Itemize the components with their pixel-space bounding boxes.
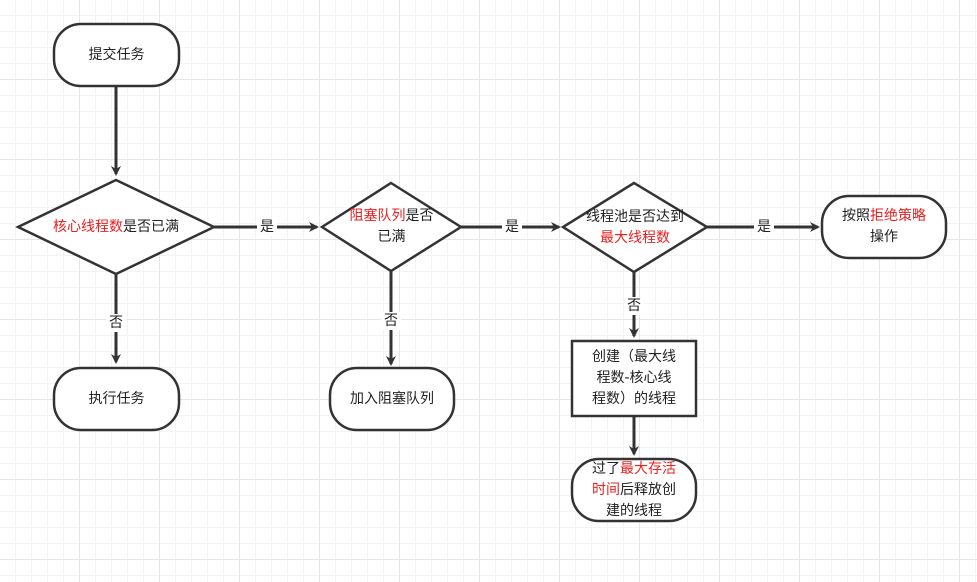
node-create-shape [570,339,698,418]
edge-label-max-no: 否 [624,297,644,315]
node-core-check-shape [15,178,217,276]
node-queue-check-shape [319,181,464,273]
node-execute-shape [52,366,181,432]
node-max-check-shape [560,181,710,274]
edge-label-queue-no: 否 [381,312,401,330]
node-release-shape [570,457,698,523]
node-enqueue-shape [328,366,456,432]
edge-label-core-yes: 是 [257,218,277,236]
edge-label-max-yes: 是 [754,218,774,236]
edge-label-core-no: 否 [106,314,126,332]
node-reject-shape [820,194,948,260]
node-submit-shape [52,22,181,88]
edge-label-queue-yes: 是 [502,218,522,236]
